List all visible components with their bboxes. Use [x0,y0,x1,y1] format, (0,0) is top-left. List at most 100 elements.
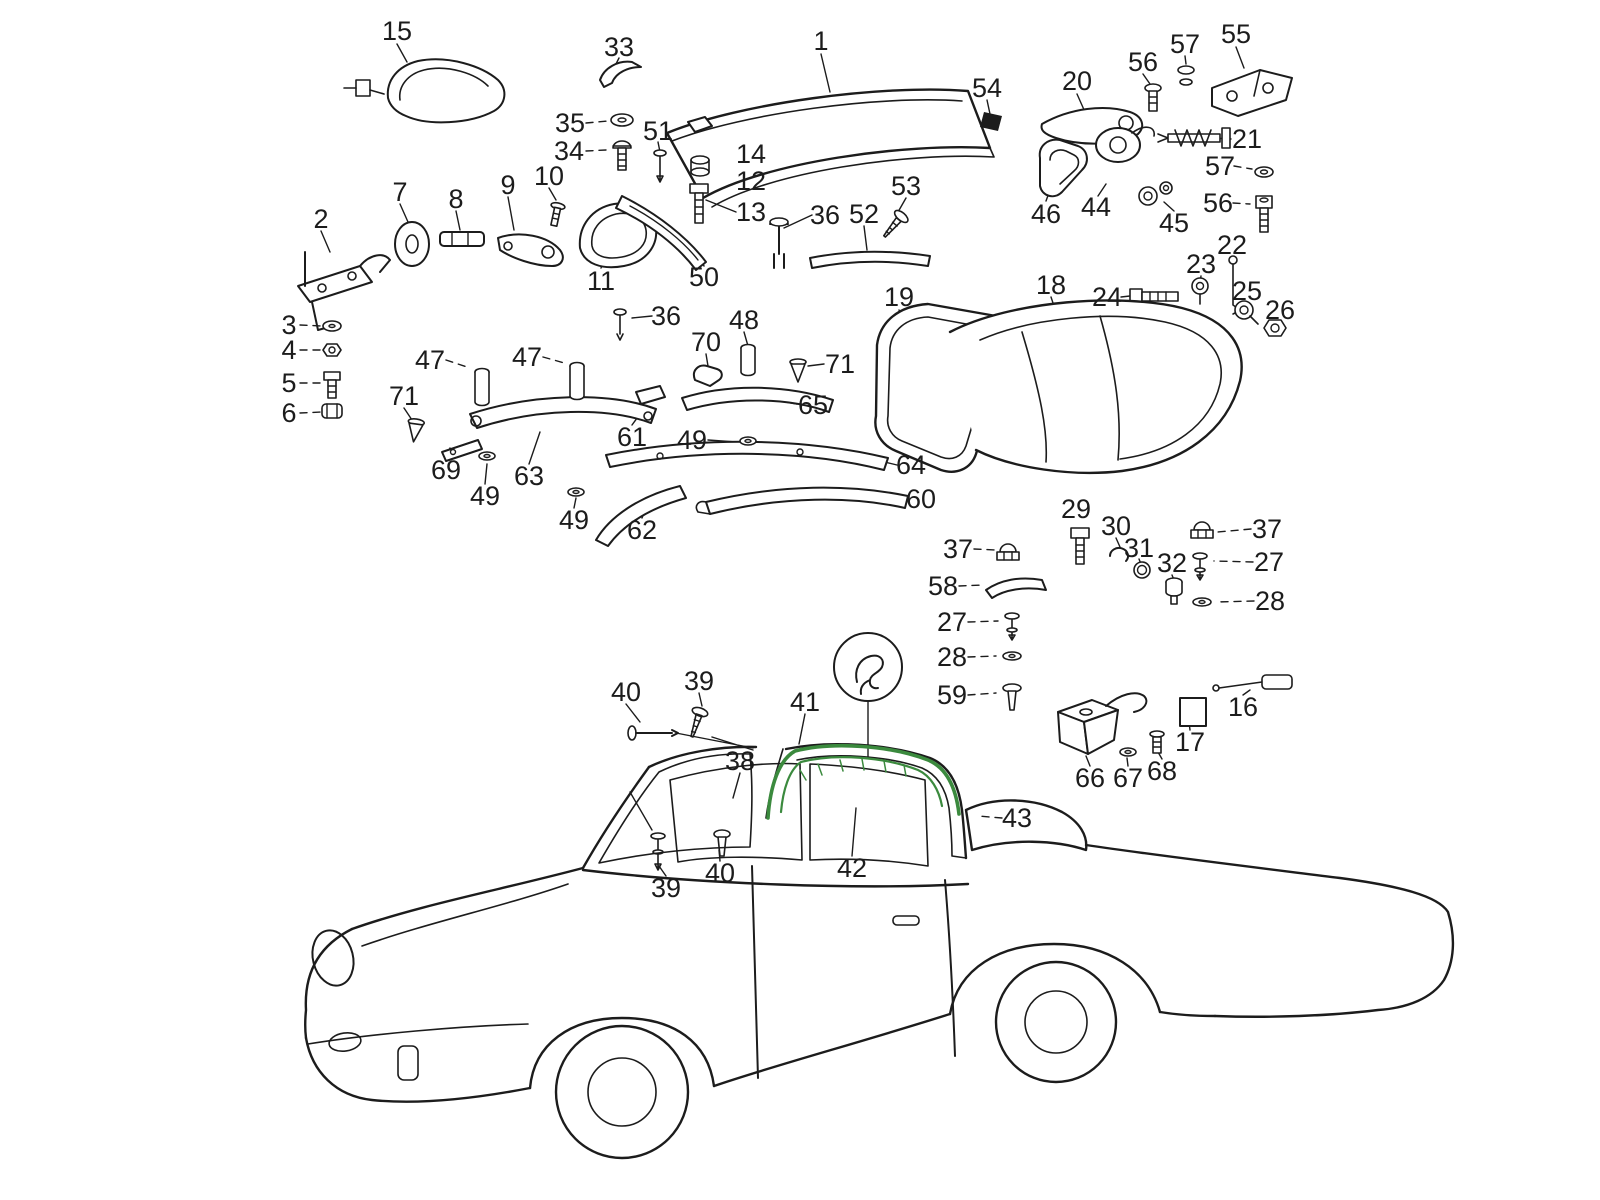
part-67-washer [1119,747,1137,757]
part-label-15: 15 [382,16,412,46]
rear-wheel-arch [948,942,1162,1016]
door-handle [892,915,920,926]
part-label-49: 49 [470,481,500,511]
part-5-bolt [323,371,341,399]
part-label-11: 11 [587,266,615,296]
part-36-pin-mid [613,308,627,341]
part-2-latch [297,251,391,331]
part-label-62: 62 [627,515,657,545]
part-63-bow [469,396,657,429]
part-label-45: 45 [1159,208,1189,238]
hood-crease [361,883,569,947]
part-label-28: 28 [1255,586,1285,616]
part-71-pushpin-left [407,418,426,443]
part-label-8: 8 [448,184,463,214]
part-label-71: 71 [825,349,855,379]
part-label-39: 39 [651,873,681,903]
part-59-rivet [1002,683,1022,711]
targa-bar [765,743,968,860]
part-label-37: 37 [1252,514,1282,544]
part-36-pin [769,217,789,269]
part-label-37: 37 [943,534,973,564]
part-46-gasket [1038,138,1088,198]
part-label-70: 70 [691,327,721,357]
part-label-3: 3 [281,310,296,340]
highlighted-seal [766,743,961,820]
part-label-50: 50 [689,262,719,292]
part-70-clip [693,364,723,387]
part-label-53: 53 [891,171,921,201]
part-3-washer [322,320,342,332]
part-label-46: 46 [1031,199,1061,229]
beltline [581,868,970,888]
targa-top-panel [665,88,1002,269]
part-label-57: 57 [1170,29,1200,59]
part-label-35: 35 [555,108,585,138]
part-label-41: 41 [790,687,820,717]
part-53-screw [883,209,909,238]
part-64-bow [605,440,889,471]
part-37-capnut-right [1190,521,1214,539]
part-label-69: 69 [431,455,461,485]
part-label-38: 38 [725,746,755,776]
part-label-21: 21 [1232,124,1262,154]
part-label-58: 58 [928,571,958,601]
part-label-23: 23 [1186,249,1216,279]
part-label-60: 60 [906,484,936,514]
part-label-68: 68 [1147,756,1177,786]
part-62-bow [595,485,687,547]
part-8-sleeve [439,231,485,247]
part-label-48: 48 [729,305,759,335]
part-label-1: 1 [813,26,828,56]
part-33-clip [599,60,642,88]
part-label-29: 29 [1061,494,1091,524]
rear-soft-window [964,799,1088,852]
part-label-16: 16 [1228,692,1258,722]
part-47-pin-right [569,361,585,401]
part-35-washer [610,113,634,127]
part-6-sleeve [321,403,343,419]
part-label-47: 47 [415,345,445,375]
part-label-54: 54 [972,73,1002,103]
part-label-17: 17 [1175,727,1205,757]
front-wheel-arch [528,1016,716,1090]
front-bumper-line [307,1023,529,1045]
part-label-32: 32 [1157,548,1187,578]
part-16-rod [1212,674,1293,692]
part-label-19: 19 [884,282,914,312]
part-label-5: 5 [281,368,296,398]
part-12-grommet [690,155,710,177]
part-label-43: 43 [1002,803,1032,833]
part-25-eyelet [1234,300,1259,325]
part-14-clip [687,116,713,133]
part-48-pin [740,343,756,377]
part-18-top-cover [948,299,1243,475]
part-52-strip [809,250,931,269]
part-29-bolt [1070,527,1090,565]
part-39-screw-upper [690,706,709,738]
part-26-nut [1263,319,1287,337]
part-label-47: 47 [512,342,542,372]
part-69-bracket [441,439,483,462]
part-label-10: 10 [534,161,564,191]
part-31-oring [1133,561,1151,579]
left-hardware [297,58,707,419]
part-label-28: 28 [937,642,967,672]
right-latch-cluster [1038,65,1293,337]
part-label-40: 40 [611,677,641,707]
door-glass [669,762,803,863]
part-label-40: 40 [705,858,735,888]
part-55-bracket [1211,69,1293,117]
part-label-25: 25 [1232,276,1262,306]
part-27-pin-left [1004,612,1020,641]
part-57-washer-top [1177,65,1195,86]
part-label-24: 24 [1092,282,1122,312]
part-label-51: 51 [643,116,673,146]
part-label-71: 71 [389,381,419,411]
part-49-grommets [478,436,757,497]
part-label-49: 49 [559,505,589,535]
part-13-bolt [689,183,709,224]
